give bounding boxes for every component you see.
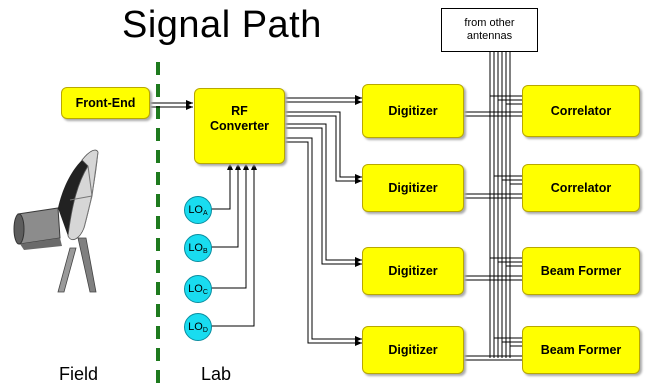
digitizer-4: Digitizer <box>362 326 464 374</box>
frontend-to-rf-wires <box>149 100 193 110</box>
digitizer-3: Digitizer <box>362 247 464 295</box>
beam-former-2: Beam Former <box>522 326 640 374</box>
lo-b-label: LOB <box>188 241 208 255</box>
correlator-2-label: Correlator <box>550 180 612 195</box>
correlator-1-label: Correlator <box>550 103 612 118</box>
field-label: Field <box>59 364 99 384</box>
other-antennas-source: from other antennas <box>441 8 538 52</box>
digitizer-4-label: Digitizer <box>388 342 438 357</box>
digitizer-3-label: Digitizer <box>388 263 438 278</box>
rf-converter-block: RF Converter <box>194 88 285 164</box>
crossbar-bus <box>489 52 511 358</box>
beam-former-1: Beam Former <box>522 247 640 295</box>
beam-former-2-label: Beam Former <box>540 342 622 357</box>
digitizer-2-label: Digitizer <box>388 180 438 195</box>
digitizer-1-label: Digitizer <box>388 103 438 118</box>
digitizer-1: Digitizer <box>362 84 464 138</box>
lo-to-rf-wires <box>211 163 257 327</box>
radio-dish-icon <box>13 149 99 293</box>
lo-d-label: LOD <box>188 320 208 334</box>
page-title: Signal Path <box>122 4 322 46</box>
digitizer-2: Digitizer <box>362 164 464 212</box>
beam-former-1-label: Beam Former <box>540 263 622 278</box>
local-oscillator-a: LOA <box>184 196 212 224</box>
correlator-2: Correlator <box>522 164 640 212</box>
lab-label: Lab <box>201 364 232 384</box>
digitizer-to-processor-wires <box>462 92 522 361</box>
source-text-line1: from other <box>464 17 515 29</box>
source-text-line2: antennas <box>466 30 513 42</box>
correlator-1: Correlator <box>522 85 640 137</box>
local-oscillator-c: LOC <box>184 275 212 303</box>
rf-to-digitizer-wires <box>283 95 362 346</box>
local-oscillator-b: LOB <box>184 234 212 262</box>
lo-c-label: LOC <box>188 282 208 296</box>
front-end-block: Front-End <box>61 87 150 119</box>
local-oscillator-d: LOD <box>184 313 212 341</box>
rf-converter-label-line2: Converter <box>209 119 270 133</box>
front-end-label: Front-End <box>75 95 136 110</box>
rf-converter-label-line1: RF <box>231 104 248 118</box>
lo-a-label: LOA <box>188 203 208 217</box>
